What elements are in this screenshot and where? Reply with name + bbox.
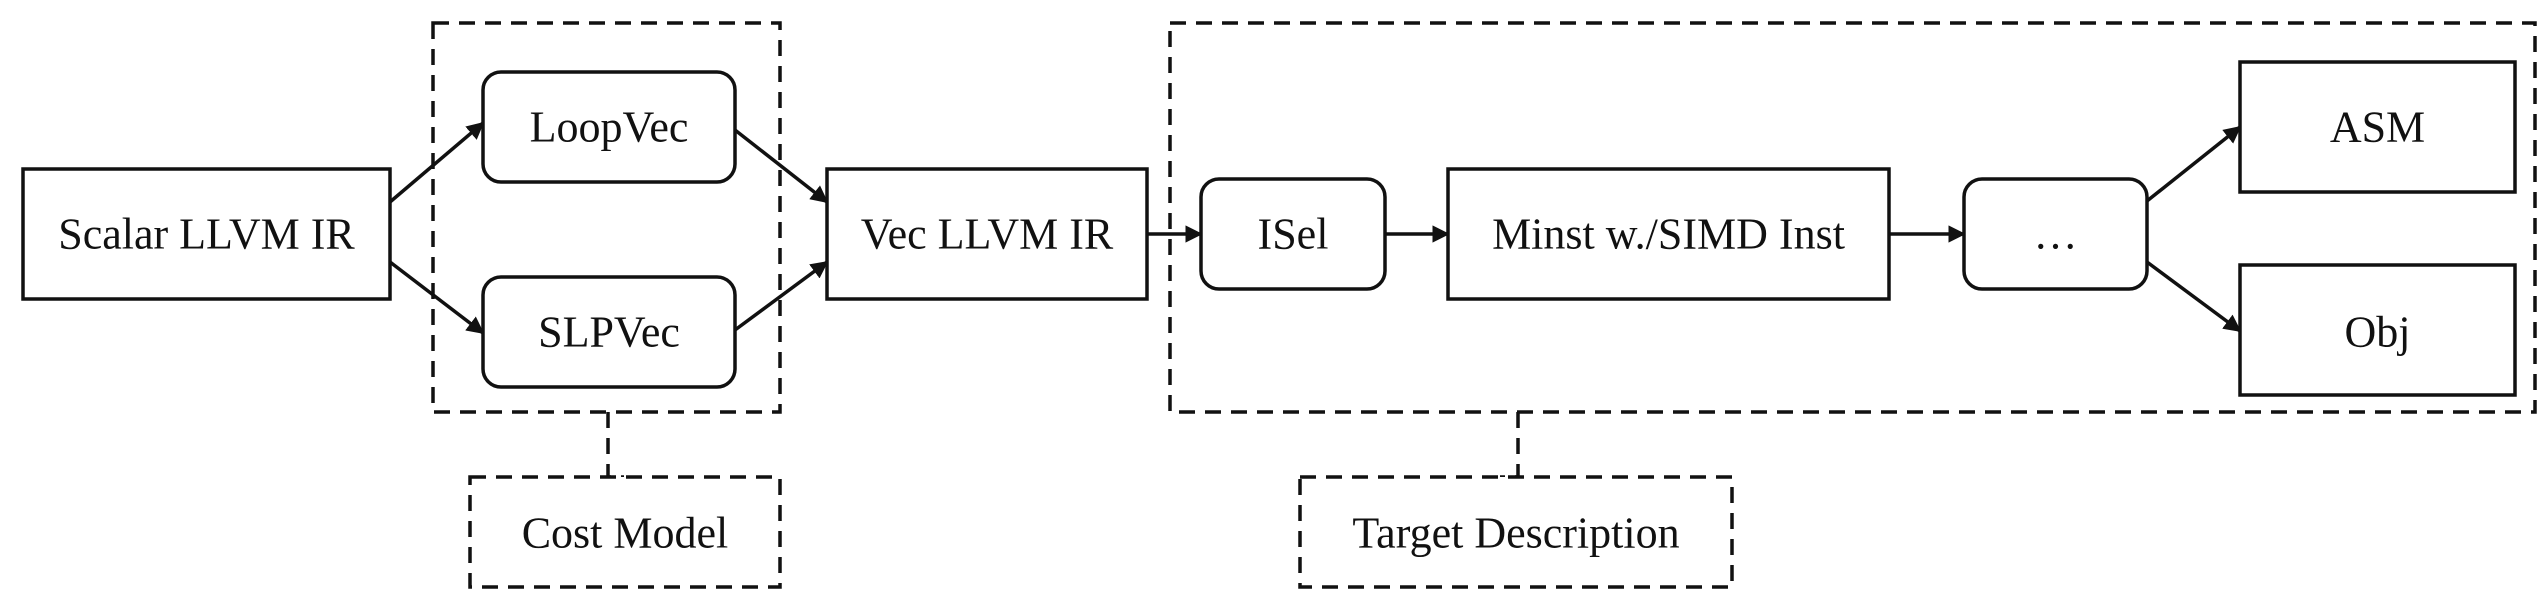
edge-scalar-to-slpvec [388, 260, 485, 335]
minst-simd-label: Minst w./SIMD Inst [1492, 210, 1845, 259]
codegen-group [1168, 21, 2537, 414]
target-description-label: Target Description [1352, 509, 1679, 558]
edge-scalar-to-loopvec [388, 121, 485, 204]
edge-loopvec-to-vecir [733, 128, 829, 204]
target-description-connector [1500, 412, 1520, 479]
ellipsis-label: … [2034, 210, 2078, 259]
isel-label: ISel [1258, 210, 1329, 259]
asm-label: ASM [2330, 103, 2425, 152]
loopvec-label: LoopVec [530, 103, 689, 152]
loopvec-node: LoopVec [481, 70, 737, 184]
cost-model-box: Cost Model [468, 475, 782, 589]
edge-slpvec-to-vecir [733, 260, 829, 332]
cost-model-label: Cost Model [522, 509, 729, 558]
vectorizer-group [431, 21, 782, 414]
vec-llvm-ir-node: Vec LLVM IR [825, 167, 1149, 301]
asm-node: ASM [2238, 60, 2517, 194]
scalar-llvm-ir-label: Scalar LLVM IR [58, 210, 355, 259]
target-description-box: Target Description [1298, 475, 1734, 589]
scalar-llvm-ir-node: Scalar LLVM IR [21, 167, 392, 301]
slpvec-label: SLPVec [538, 308, 680, 357]
slpvec-node: SLPVec [481, 275, 737, 389]
vec-llvm-ir-label: Vec LLVM IR [861, 210, 1114, 259]
edge-ellipsis-to-asm [2145, 125, 2242, 203]
isel-node: ISel [1199, 177, 1387, 291]
obj-label: Obj [2345, 308, 2411, 357]
obj-node: Obj [2238, 263, 2517, 397]
edge-ellipsis-to-obj [2145, 260, 2242, 333]
minst-simd-node: Minst w./SIMD Inst [1446, 167, 1891, 301]
ellipsis-node: … [1962, 177, 2149, 291]
cost-model-connector [606, 412, 624, 479]
